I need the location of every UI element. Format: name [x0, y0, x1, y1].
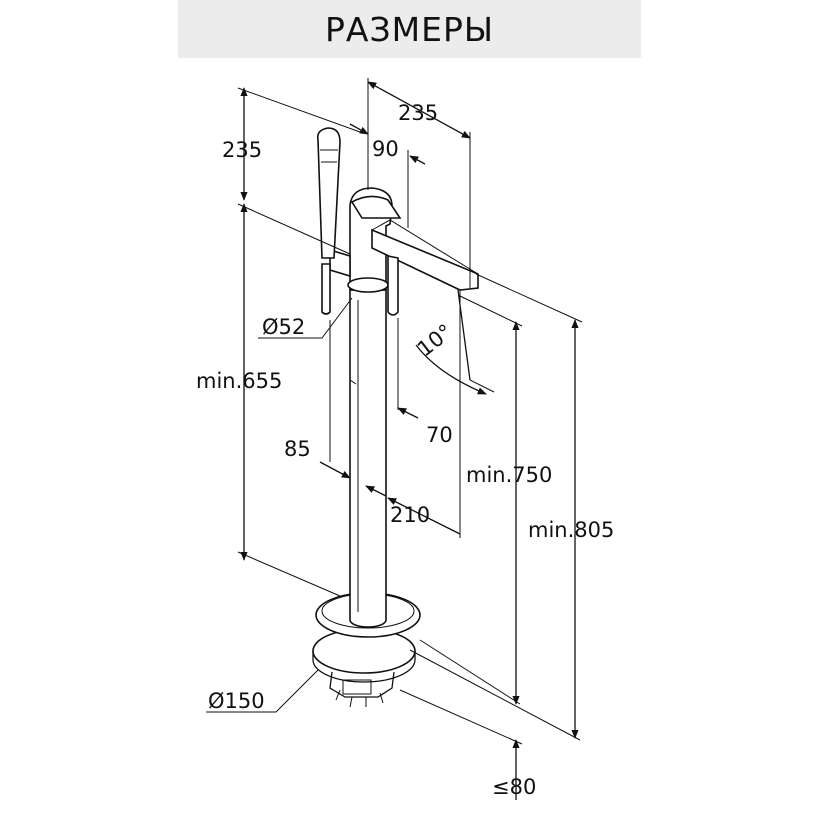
dim-d52: Ø52 — [262, 315, 305, 339]
dim-le80: ≤80 — [492, 775, 536, 799]
dim-d150: Ø150 — [208, 689, 265, 713]
header-bar: РАЗМЕРЫ — [178, 0, 641, 58]
dim-90: 90 — [372, 137, 399, 161]
faucet-outline — [312, 127, 479, 708]
dim-235-top: 235 — [398, 101, 438, 125]
dim-min655: min.655 — [196, 369, 282, 393]
dim-min750: min.750 — [466, 463, 552, 487]
dim-min805: min.805 — [528, 518, 614, 542]
dim-85: 85 — [284, 437, 311, 461]
page-title: РАЗМЕРЫ — [325, 9, 494, 49]
dim-70: 70 — [426, 423, 453, 447]
dim-angle-10: 10° — [413, 319, 457, 361]
dim-235-left: 235 — [222, 138, 262, 162]
dimension-lines — [206, 78, 583, 800]
dim-210: 210 — [390, 503, 430, 527]
